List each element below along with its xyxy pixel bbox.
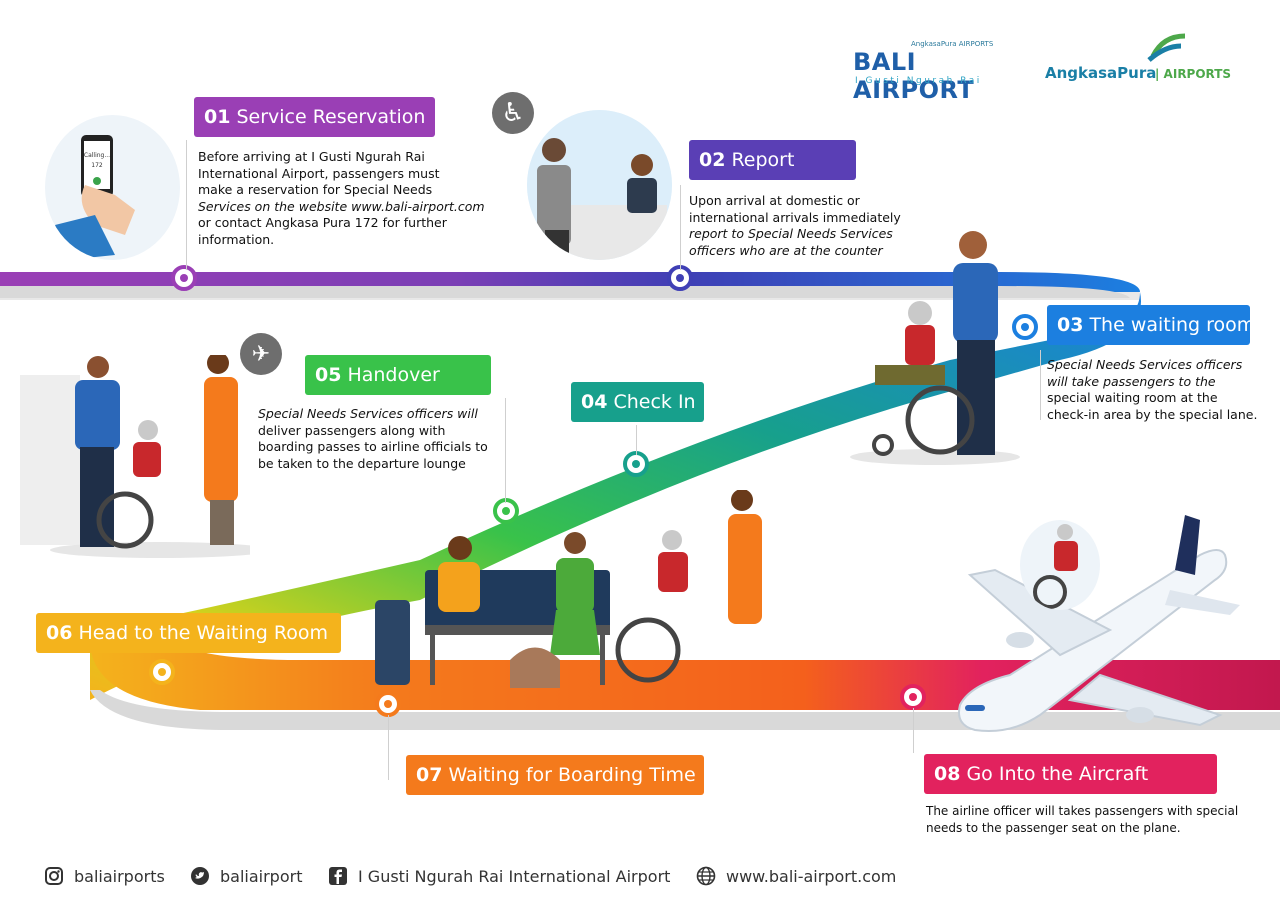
step-05-connector (505, 398, 506, 503)
departure-plane-icon: ✈ (240, 333, 282, 375)
step-02-connector (680, 185, 681, 270)
illustration-waiting-area (375, 490, 762, 688)
phone-screen-text: Calling... (84, 152, 110, 159)
illustration-handover (20, 355, 250, 558)
globe-icon (696, 866, 716, 886)
bali-airport-logo-title: BALI AIRPORT (853, 48, 975, 104)
step-01-connector (186, 140, 187, 270)
checkpoint-dots (149, 265, 1038, 717)
illustration-phone: Calling... 172 (45, 115, 180, 260)
bali-airport-logo: AngkasaPura AIRPORTS BALI AIRPORT I Gust… (853, 40, 1025, 104)
angkasa-pura-mark-icon (1147, 33, 1186, 62)
phone-hand-illustration: Calling... 172 (55, 135, 135, 260)
angkasa-pura-suffix: | AIRPORTS (1155, 67, 1232, 81)
wheelchair-icon: ♿ (492, 92, 534, 134)
step-08-description: The airline officer will takes passenger… (926, 804, 1239, 835)
step-05-description: Special Needs Services officers will del… (258, 406, 488, 471)
step-04-connector (636, 425, 637, 455)
footer-website-url: www.bali-airport.com (726, 866, 897, 886)
illustration-passenger-seat (1020, 520, 1100, 610)
angkasa-pura-name: AngkasaPura (1045, 64, 1157, 82)
svg-text:172: 172 (91, 162, 103, 169)
illustration-airplane (958, 515, 1240, 732)
step-07-connector (388, 715, 389, 780)
footer-facebook[interactable]: I Gusti Ngurah Rai International Airport (328, 863, 670, 889)
step-03-connector (1040, 350, 1041, 420)
footer-website[interactable]: www.bali-airport.com (696, 863, 896, 889)
footer-twitter[interactable]: baliairport (190, 863, 302, 889)
step-01-description: Before arriving at I Gusti Ngurah Rai In… (198, 149, 485, 247)
footer-instagram-handle: baliairports (74, 866, 165, 886)
instagram-icon (45, 867, 63, 885)
step-02-description: Upon arrival at domestic or internationa… (689, 193, 901, 258)
illustration-counter (527, 110, 672, 260)
bali-airport-logo-small: AngkasaPura AIRPORTS (911, 40, 994, 48)
facebook-icon (329, 867, 347, 885)
illustration-waiting-room (850, 231, 1020, 465)
step-03-description: Special Needs Services officers will tak… (1047, 357, 1258, 422)
angkasa-pura-logo: AngkasaPura | AIRPORTS (1045, 32, 1235, 88)
twitter-icon (191, 867, 209, 885)
footer-instagram[interactable]: baliairports (44, 863, 165, 889)
bali-airport-logo-sub: I Gusti Ngurah Rai (855, 76, 982, 86)
footer-twitter-handle: baliairport (220, 866, 303, 886)
footer-facebook-page: I Gusti Ngurah Rai International Airport (358, 866, 671, 886)
step-08-connector (913, 708, 914, 753)
